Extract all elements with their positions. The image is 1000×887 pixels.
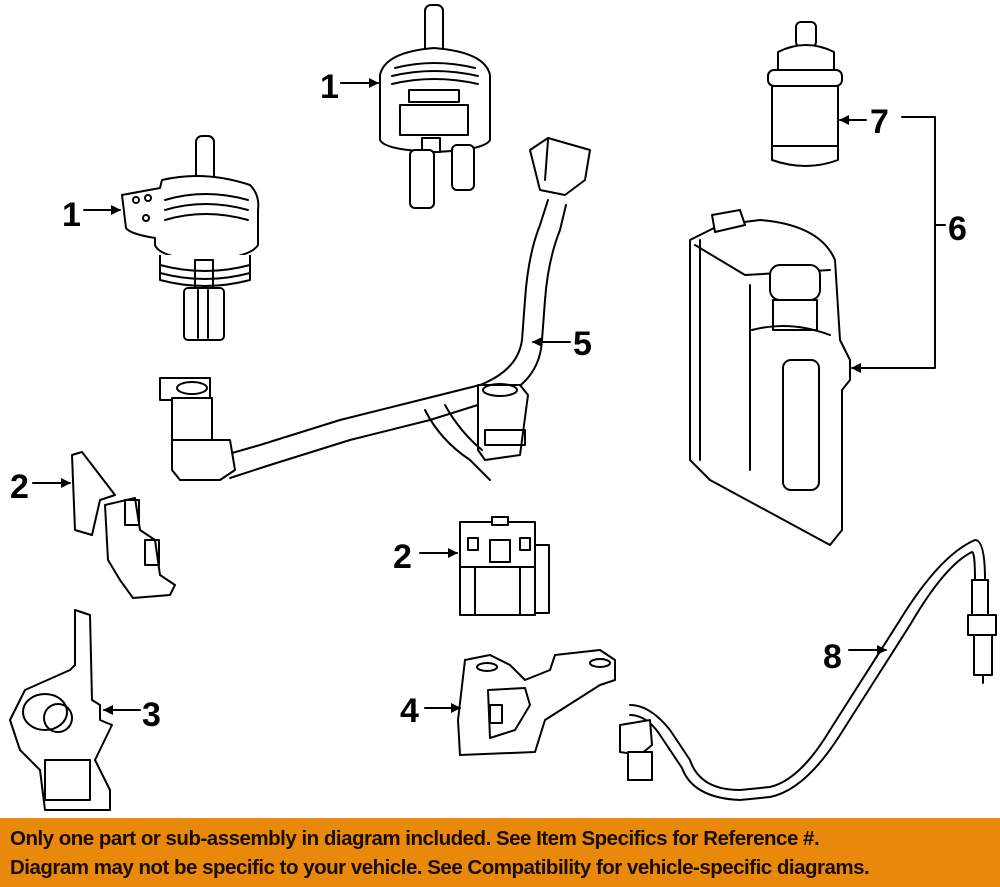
svg-text:8: 8: [823, 638, 842, 676]
svg-text:3: 3: [142, 696, 161, 734]
purge-valve-left-part: [121, 135, 260, 341]
svg-text:2: 2: [10, 468, 29, 506]
purge-valve-upper-part: [379, 4, 491, 209]
canister-filter-part: [767, 21, 843, 167]
callout-3: 3: [103, 696, 161, 734]
callout-1a: 1: [320, 68, 379, 106]
sensor-bracket-part: [9, 609, 113, 811]
svg-text:7: 7: [870, 103, 889, 141]
connector-bracket-left-part: [71, 451, 176, 599]
disclaimer-banner: Only one part or sub-assembly in diagram…: [0, 818, 1000, 887]
callout-2a: 2: [10, 468, 71, 506]
svg-text:1: 1: [320, 68, 339, 106]
svg-text:2: 2: [393, 538, 412, 576]
callout-6: 6: [851, 116, 967, 373]
disclaimer-line-1: Only one part or sub-assembly in diagram…: [10, 826, 820, 850]
parts-diagram: 1 1 5: [9, 4, 997, 811]
svg-text:1: 1: [62, 196, 81, 234]
disclaimer-line-2: Diagram may not be specific to your vehi…: [10, 855, 870, 879]
connector-center-part: [459, 516, 550, 616]
callout-5: 5: [532, 325, 592, 363]
svg-text:4: 4: [400, 692, 419, 730]
mounting-bracket-part: [457, 649, 616, 756]
svg-text:5: 5: [573, 325, 592, 363]
svg-text:6: 6: [948, 210, 967, 248]
callout-7: 7: [839, 103, 889, 141]
callout-4: 4: [400, 692, 461, 730]
callout-8: 8: [823, 638, 887, 676]
vapor-canister-part: [689, 209, 851, 546]
callout-1b: 1: [62, 196, 121, 234]
oxygen-sensor-part: [619, 539, 997, 801]
vapor-hose-part: [159, 137, 591, 481]
callout-2b: 2: [393, 538, 458, 576]
